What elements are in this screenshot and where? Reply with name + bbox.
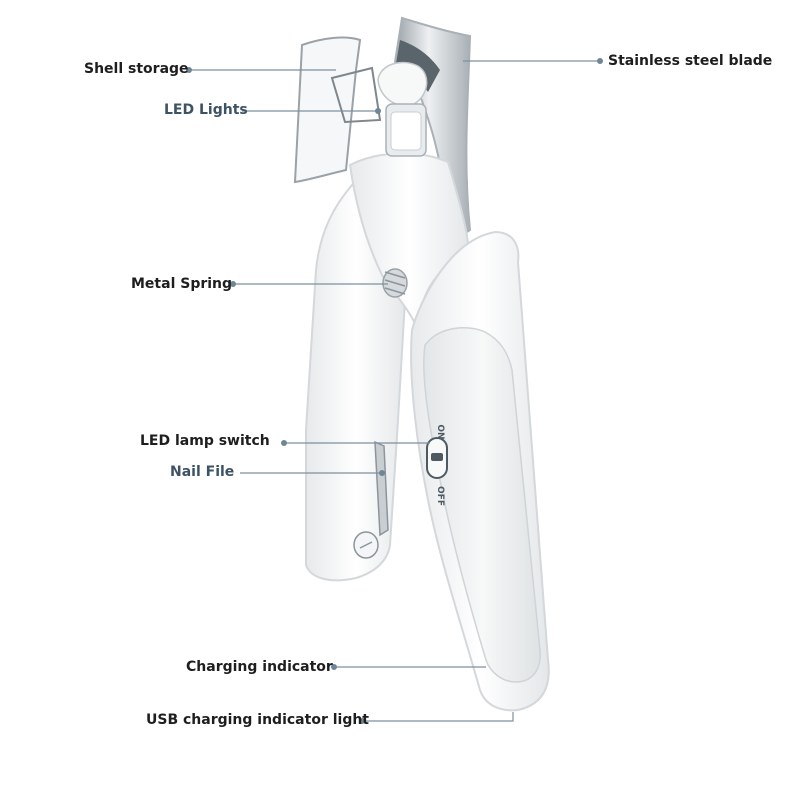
leader-dot-led-lights: [375, 108, 381, 114]
led-knob: [377, 61, 428, 157]
metal-spring: [382, 268, 408, 298]
leader-line-usb-indicator: [362, 712, 514, 722]
label-led-lights: LED Lights: [164, 102, 248, 118]
leader-dot-stainless-blade: [597, 58, 603, 64]
shell-guard: [293, 36, 382, 184]
label-metal-spring: Metal Spring: [131, 276, 233, 292]
label-stainless-steel-blade: Stainless steel blade: [608, 53, 773, 69]
leader-dot-charging-indicator: [331, 664, 337, 670]
switch-off-label: OFF: [435, 486, 445, 506]
label-led-lamp-switch: LED lamp switch: [140, 433, 270, 449]
leader-dot-usb-indicator: [359, 718, 365, 724]
label-shell-storage: Shell storage: [84, 61, 189, 77]
nail-file: [353, 440, 389, 559]
label-nail-file: Nail File: [170, 464, 235, 480]
led-switch: [426, 437, 448, 479]
label-usb-charging-indicator-light: USB charging indicator light: [146, 712, 369, 728]
leader-dot-nail-file: [379, 470, 385, 476]
switch-on-label: ON: [435, 424, 445, 439]
leader-dot-shell-storage: [186, 67, 192, 73]
leader-dot-metal-spring: [230, 281, 236, 287]
leader-dot-led-switch: [281, 440, 287, 446]
label-charging-indicator: Charging indicator: [186, 659, 333, 675]
